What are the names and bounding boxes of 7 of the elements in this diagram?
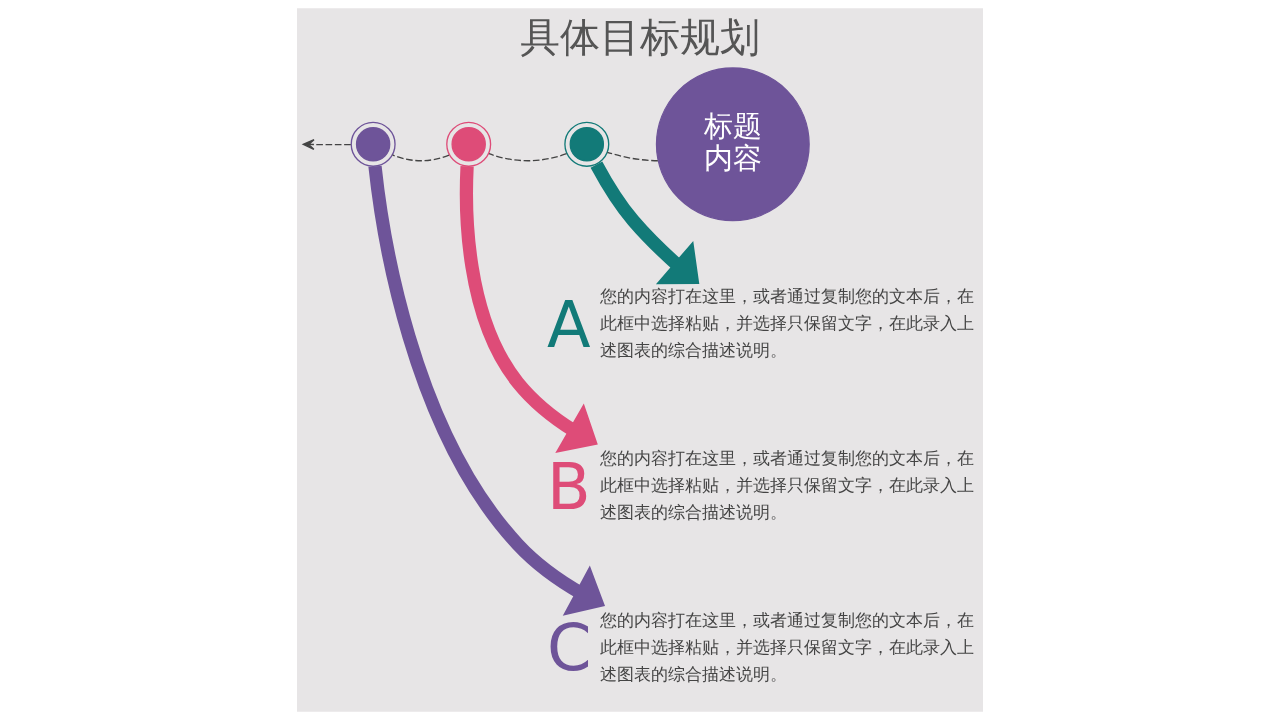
node-label: 您的内容打在这里，或者通过复制您的文本后，在此框中选择粘贴，并选择只保留文字，在此录入上述图表的综合描述说明。 (600, 448, 975, 522)
node-label: 您的内容打在这里，或者通过复制您的文本后，在此框中选择粘贴，并选择只保留文字，在此录入上述图表的综合描述说明。 (600, 286, 975, 360)
node-text: C (547, 611, 592, 686)
diagram-title: 具体目标规划 (520, 13, 760, 60)
node-label: 您的内容打在这里，或者通过复制您的文本后，在此框中选择粘贴，并选择只保留文字，在此录入上述图表的综合描述说明。 (600, 609, 975, 684)
node-text: A (547, 287, 591, 362)
node-text: B (547, 449, 591, 524)
